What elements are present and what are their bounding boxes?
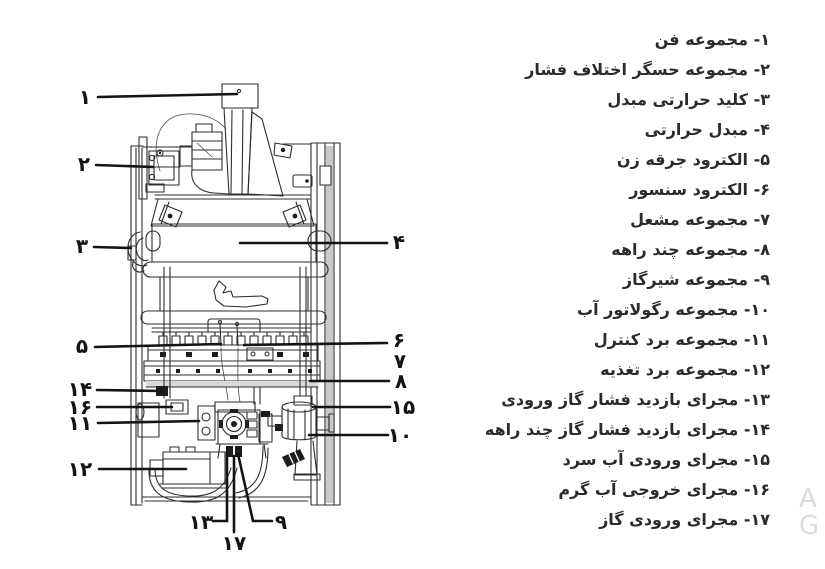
cold-water-inlet-pipe <box>299 266 307 397</box>
pipes-hoses <box>148 445 269 503</box>
callout-leader-5 <box>93 342 223 349</box>
parts-list-item-5: ۵- الکترود جرقه زن <box>616 150 770 169</box>
callout-leader-3 <box>92 245 133 250</box>
power-board <box>149 446 229 489</box>
callout-leader-14 <box>95 388 163 393</box>
callout-number-2: ۲ <box>78 152 90 176</box>
parts-list-item-13: ۱۳- مجرای بازدید فشار گاز ورودی <box>501 390 770 409</box>
parts-list-item-4: ۴- مبدل حرارتی <box>644 120 770 139</box>
callout-number-15: ۱۵ <box>391 395 415 419</box>
parts-list: ۱- مجموعه فن ۲- مجموعه حسگر اختلاف فشار … <box>485 25 770 535</box>
parts-list-item-14: ۱۴- مجرای بازدید فشار گاز چند راهه <box>484 420 770 439</box>
parts-list-item-9: ۹- مجموعه شیرگاز <box>622 270 770 289</box>
callout-number-8: ۸ <box>395 369 407 393</box>
parts-list-item-10: ۱۰- مجموعه رگولاتور آب <box>577 300 770 319</box>
callout-leader-13 <box>211 450 229 523</box>
exchanger-thermal-switch <box>127 231 149 273</box>
callout-number-10: ۱۰ <box>388 423 412 447</box>
parts-list-item-15: ۱۵- مجرای ورودی آب سرد <box>562 450 770 469</box>
parts-list-item-12: ۱۲- مجموعه برد تغذیه <box>600 360 770 379</box>
exhaust-hood <box>150 198 315 228</box>
parts-list-item-2: ۲- مجموعه حسگر اختلاف فشار <box>525 60 770 79</box>
callout-number-9: ۹ <box>275 510 287 534</box>
callout-number-17: ۱۷ <box>222 531 246 555</box>
parts-list-item-7: ۷- مجموعه مشعل <box>630 210 770 229</box>
parts-list-item-8: ۸- مجموعه چند راهه <box>611 240 770 259</box>
callout-leader-9 <box>236 452 274 523</box>
callout-leader-2 <box>94 163 155 169</box>
gas-valve-assembly <box>214 386 283 459</box>
parts-list-item-3: ۳- کلید حرارتی مبدل <box>607 90 770 109</box>
watermark-line-1: A <box>799 484 818 514</box>
callout-number-7: ۷ <box>394 349 406 373</box>
callout-number-11: ۱۱ <box>68 411 92 435</box>
callout-number-5: ۵ <box>76 334 88 358</box>
control-board <box>197 405 216 441</box>
callout-number-13: ۱۳ <box>189 510 213 534</box>
watermark: A G <box>799 486 820 540</box>
heat-exchanger <box>140 223 332 325</box>
callout-leader-6 <box>242 341 389 347</box>
callout-number-16: ۱۶ <box>68 395 92 419</box>
parts-list-item-17: ۱۷- مجرای ورودی گاز <box>599 510 770 529</box>
burner-assembly <box>151 318 311 346</box>
water-regulator-assembly <box>267 395 335 481</box>
parts-list-item-1: ۱- مجموعه فن <box>654 30 770 49</box>
fan-assembly <box>154 83 311 200</box>
callout-number-6: ۶ <box>393 328 405 352</box>
parts-list-item-16: ۱۶- مجرای خروجی آب گرم <box>558 480 770 499</box>
callout-number-4: ۴ <box>393 230 405 254</box>
callout-leader-1 <box>96 92 239 99</box>
callout-number-14: ۱۴ <box>68 377 92 401</box>
watermark-line-2: G <box>799 511 821 541</box>
sensor-electrode <box>234 321 241 403</box>
parts-list-item-6: ۶- الکترود سنسور <box>629 180 770 199</box>
callout-number-12: ۱۲ <box>68 457 92 481</box>
callout-number-1: ۱ <box>79 85 91 109</box>
callout-number-3: ۳ <box>76 234 88 258</box>
parts-list-item-11: ۱۱- مجموعه برد کنترل <box>593 330 770 349</box>
callout-leader-11 <box>96 419 201 425</box>
